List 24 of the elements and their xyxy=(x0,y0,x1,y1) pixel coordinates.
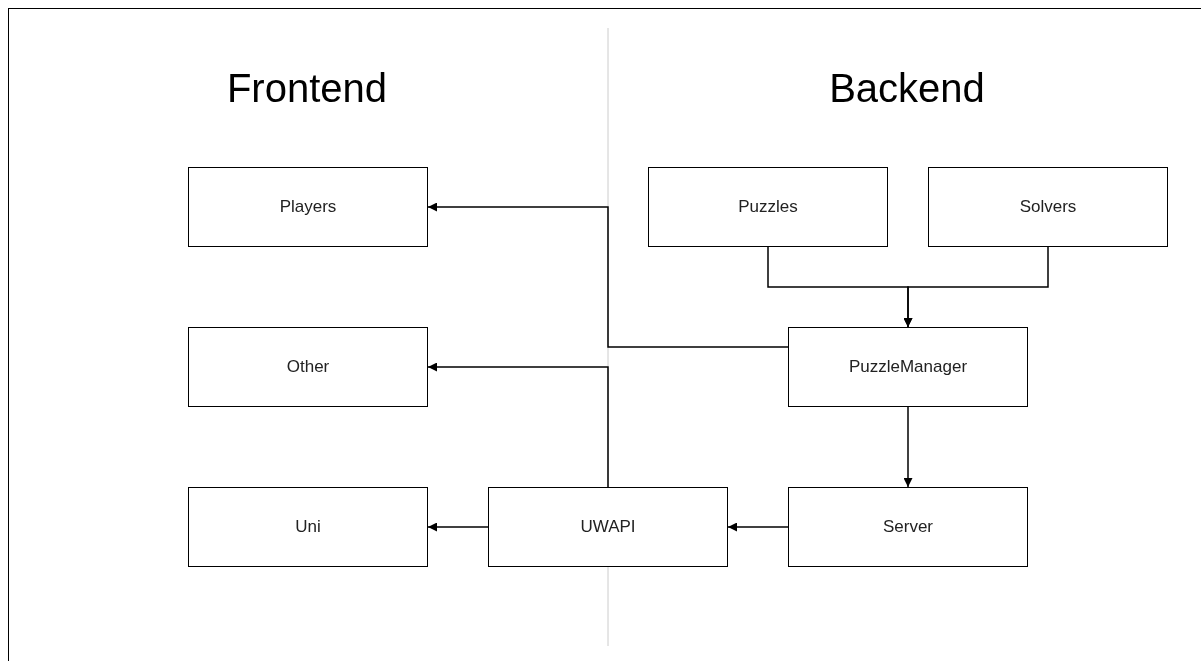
arrow xyxy=(427,522,489,532)
box-label: Other xyxy=(286,357,330,377)
arrow xyxy=(427,202,789,348)
box-label: Solvers xyxy=(1019,197,1077,217)
component-box xyxy=(928,167,1168,247)
component-box xyxy=(788,487,1028,567)
arrow xyxy=(427,362,609,488)
box-label: PuzzleManager xyxy=(848,357,968,377)
component-box xyxy=(188,327,428,407)
section-heading: Backend xyxy=(828,65,986,112)
component-box xyxy=(648,167,888,247)
box-label: Players xyxy=(279,197,337,217)
arrow xyxy=(903,406,913,488)
box-label: Uni xyxy=(295,517,321,537)
arrow xyxy=(727,522,789,532)
component-box xyxy=(788,327,1028,407)
component-box xyxy=(188,167,428,247)
section-heading: Frontend xyxy=(225,65,389,112)
arrow xyxy=(903,246,1049,328)
component-box xyxy=(188,487,428,567)
box-label: UWAPI xyxy=(580,517,636,537)
box-label: Server xyxy=(882,517,934,537)
box-label: Puzzles xyxy=(738,197,798,217)
component-box xyxy=(488,487,728,567)
